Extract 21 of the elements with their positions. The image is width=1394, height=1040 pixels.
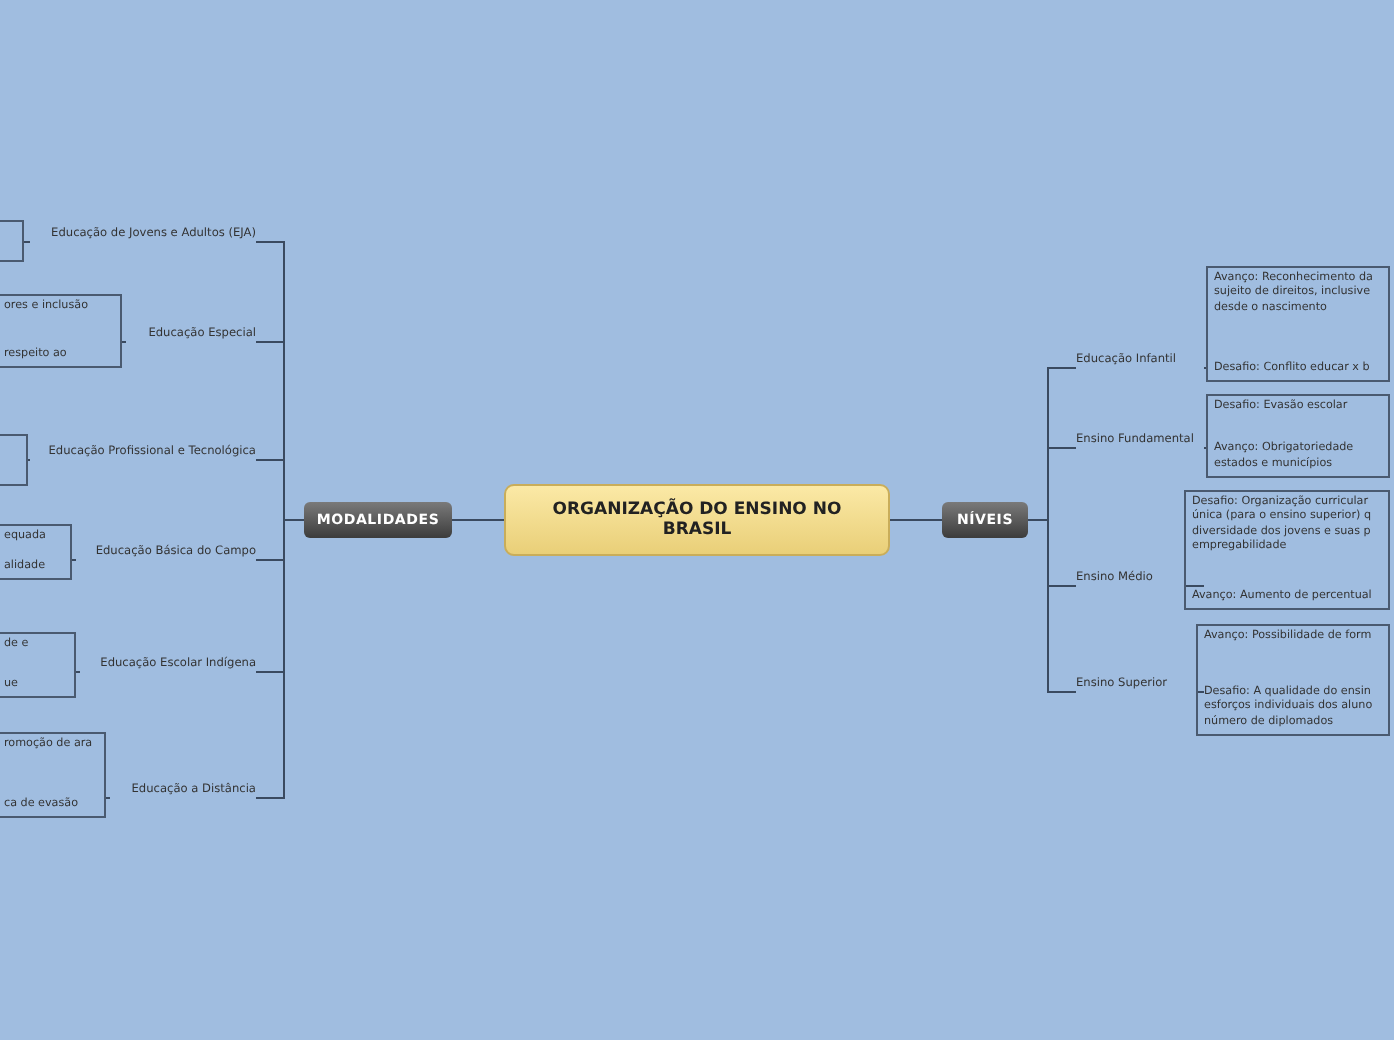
connector-line <box>255 519 305 799</box>
empty-box <box>0 434 28 486</box>
subtopic-box <box>1184 490 1390 610</box>
subtopic-box <box>0 732 106 818</box>
subtopic-box <box>1196 624 1390 736</box>
connector-line <box>1183 585 1205 587</box>
connector-line <box>23 241 31 243</box>
connector-line <box>889 519 943 521</box>
subtopic-box <box>1206 394 1390 478</box>
empty-box <box>0 220 24 262</box>
subtopic-box <box>0 294 122 368</box>
connector-line <box>1195 691 1205 693</box>
subtopic-box <box>1206 266 1390 382</box>
connector-line <box>105 797 111 799</box>
connector-line <box>451 519 505 521</box>
subtopic-box <box>0 632 76 698</box>
central-topic-box: ORGANIZAÇÃO DO ENSINO NO BRASIL <box>504 484 890 556</box>
subtopic-box <box>0 524 72 580</box>
connector-line <box>121 341 127 343</box>
connector-line <box>71 559 77 561</box>
connector-line <box>75 671 81 673</box>
